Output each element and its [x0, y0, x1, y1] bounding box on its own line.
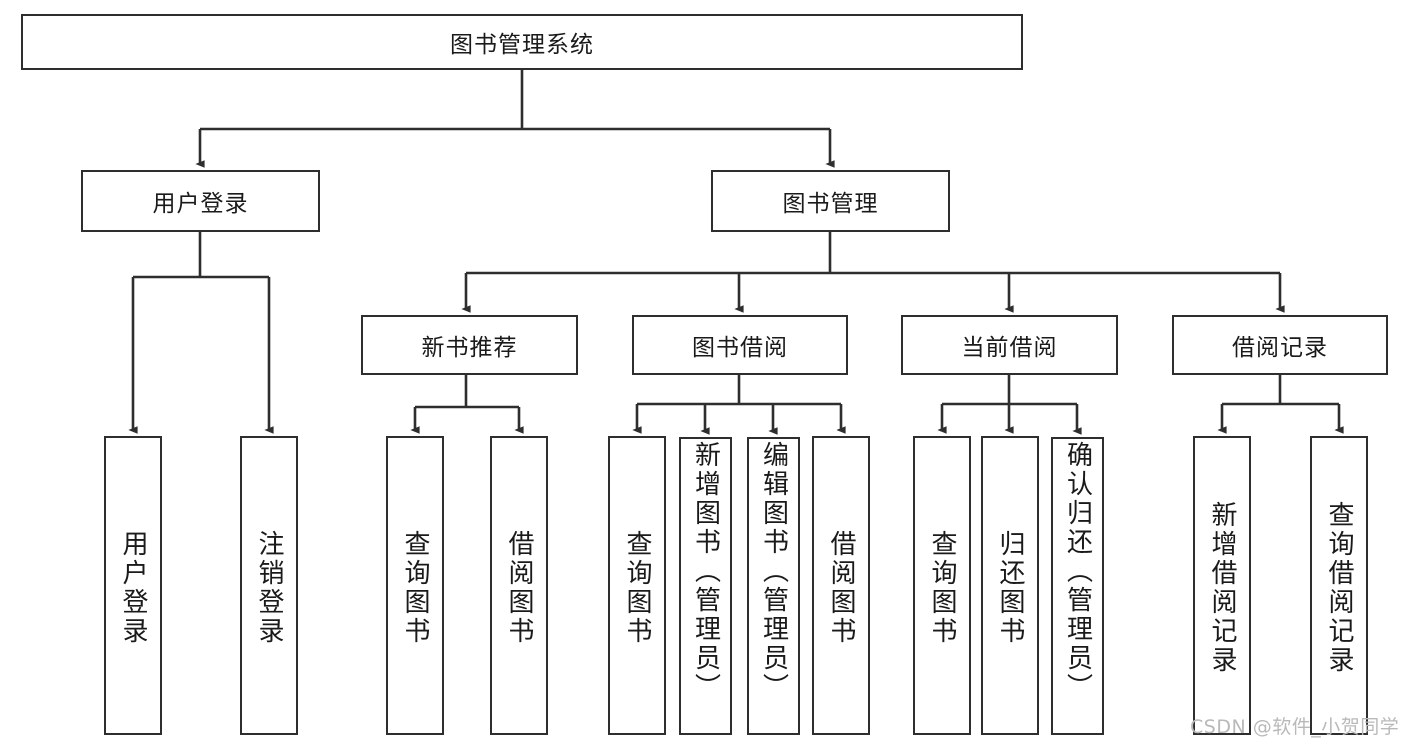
node-book-manage[interactable]: 图书管理	[711, 170, 950, 232]
node-new-book-recommend[interactable]: 新书推荐	[361, 315, 578, 375]
node-leaf-query-book-1[interactable]: 查询图书	[386, 436, 444, 735]
node-user-login[interactable]: 用户登录	[81, 170, 320, 232]
node-leaf-query-book-2[interactable]: 查询图书	[608, 436, 666, 735]
node-leaf-user-login[interactable]: 用户登录	[104, 436, 162, 735]
node-leaf-logout[interactable]: 注销登录	[240, 436, 298, 735]
node-book-borrow[interactable]: 图书借阅	[632, 315, 848, 375]
node-leaf-borrow-book-1[interactable]: 借阅图书	[490, 436, 548, 735]
node-leaf-query-record[interactable]: 查询借阅记录	[1310, 436, 1368, 735]
node-leaf-add-record[interactable]: 新增借阅记录	[1193, 436, 1251, 735]
node-leaf-add-book[interactable]: 新增图书（管理员）	[679, 437, 732, 735]
node-leaf-borrow-book-2[interactable]: 借阅图书	[812, 436, 870, 735]
node-borrow-record[interactable]: 借阅记录	[1172, 315, 1388, 375]
node-root-system[interactable]: 图书管理系统	[21, 14, 1023, 70]
node-leaf-confirm-return[interactable]: 确认归还（管理员）	[1051, 437, 1104, 735]
node-leaf-query-book-3[interactable]: 查询图书	[913, 436, 971, 735]
csdn-watermark: CSDN @软件_小贺同学	[1190, 716, 1400, 738]
node-current-borrow[interactable]: 当前借阅	[901, 315, 1118, 375]
node-leaf-return-book[interactable]: 归还图书	[981, 436, 1039, 735]
node-leaf-edit-book[interactable]: 编辑图书（管理员）	[747, 437, 800, 735]
